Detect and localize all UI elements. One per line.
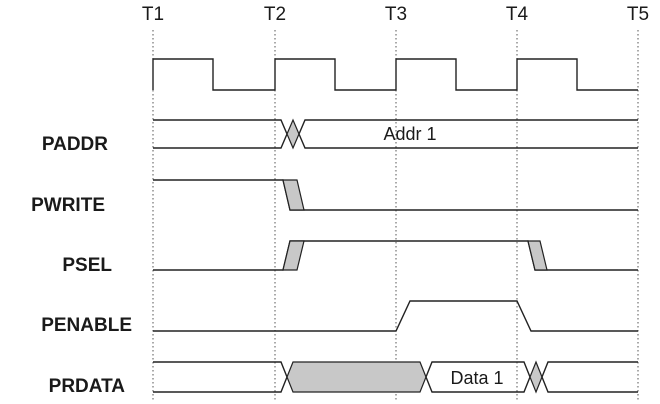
time-label-t1: T1 — [142, 4, 164, 25]
paddr-bus-after — [298, 119, 638, 149]
paddr-transition — [286, 118, 300, 150]
prdata-value-label: Data 1 — [450, 368, 503, 388]
prdata-label: PRDATA — [49, 376, 126, 397]
time-label-t2: T2 — [264, 4, 286, 25]
psel-rise-transition — [282, 240, 305, 271]
prdata-row: PRDATA Data 1 — [49, 360, 638, 397]
penable-row: PENABLE — [41, 300, 638, 336]
paddr-bus-before — [153, 119, 288, 149]
pwrite-label: PWRITE — [31, 195, 105, 216]
time-label-t3: T3 — [385, 4, 407, 25]
pwrite-row: PWRITE — [31, 179, 638, 216]
penable-waveform — [153, 300, 638, 332]
psel-row: PSEL — [62, 240, 638, 276]
pwrite-transition — [282, 179, 305, 211]
time-labels: T1 T2 T3 T4 T5 — [142, 4, 649, 25]
time-label-t5: T5 — [627, 4, 649, 25]
time-label-t4: T4 — [506, 4, 529, 25]
prdata-end-transition — [529, 360, 543, 394]
penable-label: PENABLE — [41, 315, 132, 336]
paddr-label: PADDR — [42, 134, 108, 155]
psel-fall-transition — [527, 240, 548, 271]
prdata-bus-before — [153, 361, 288, 393]
clock-waveform — [152, 58, 638, 91]
psel-label: PSEL — [62, 255, 112, 276]
prdata-invalid-region — [286, 361, 427, 393]
paddr-row: PADDR Addr 1 — [42, 118, 638, 155]
prdata-bus-after — [541, 361, 638, 393]
psel-waveform — [153, 240, 638, 271]
paddr-value-label: Addr 1 — [383, 124, 436, 144]
